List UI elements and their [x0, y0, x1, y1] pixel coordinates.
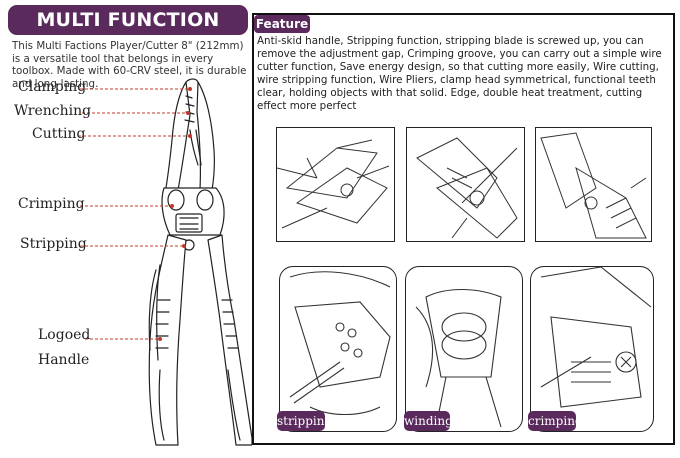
usage-label-stripping: stripping: [277, 411, 332, 431]
illustration-crimping-closeup: [530, 266, 654, 432]
plier-illustration: [78, 78, 252, 446]
illustration-winding-closeup: [405, 266, 523, 432]
label-wrenching: Wrenching: [14, 103, 92, 119]
illustration-crimping-terminal: [535, 127, 652, 242]
feature-text: Anti-skid handle, Stripping function, st…: [257, 35, 662, 112]
product-description: This Multi Factions Player/Cutter 8" (21…: [12, 40, 247, 90]
label-crimping: Crimping: [18, 196, 85, 212]
label-cutting: Cutting: [32, 126, 86, 142]
feature-heading: Feature: [254, 15, 310, 33]
label-handle: Handle: [38, 352, 90, 368]
feature-panel: [252, 13, 675, 445]
illustration-stripping-closeup: [279, 266, 397, 432]
illustration-stripping-wire: [406, 127, 525, 242]
usage-label-crimping: crimping: [528, 411, 583, 431]
label-logoed: Logoed: [38, 327, 91, 343]
page-title: MULTI FUNCTION PLIER: [8, 5, 248, 61]
illustration-cutting-wire: [276, 127, 395, 242]
usage-label-winding: winding: [404, 411, 453, 431]
label-clamping: Clamping: [18, 79, 87, 95]
label-stripping: Stripping: [20, 236, 87, 252]
